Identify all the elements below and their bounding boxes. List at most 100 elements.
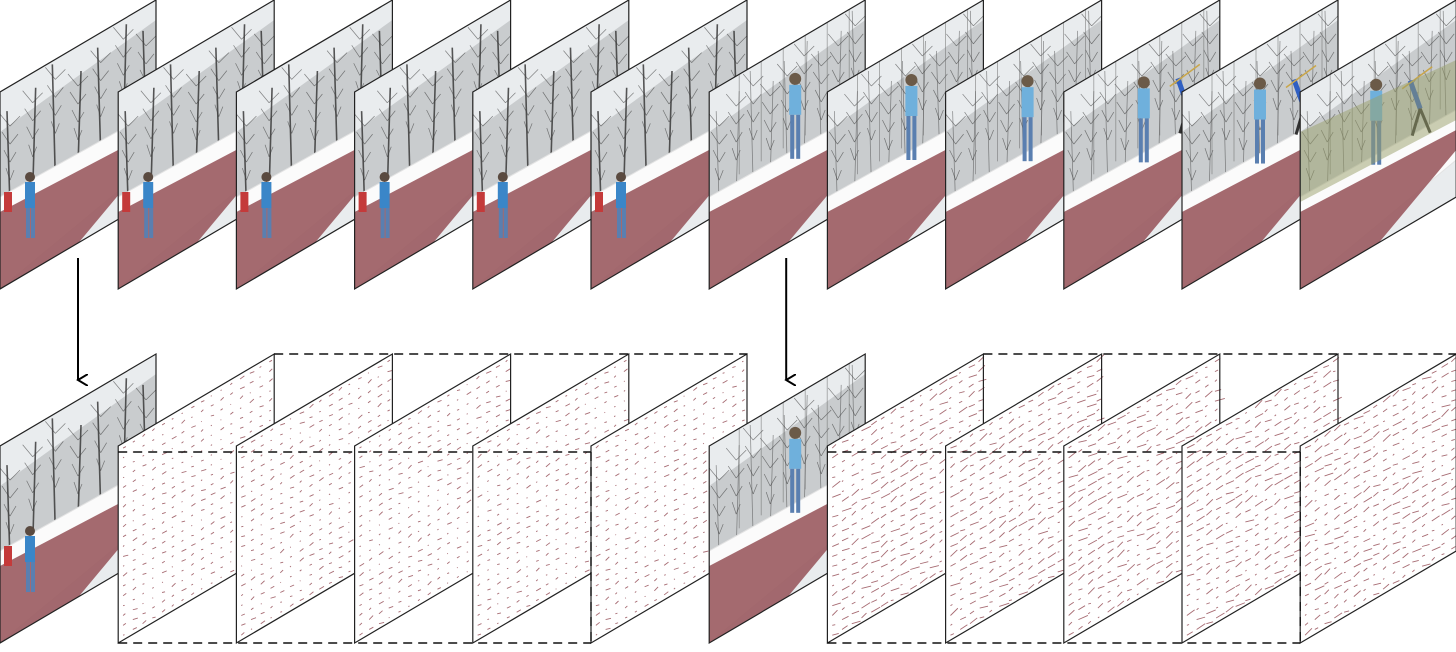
- flow-vector: [1334, 514, 1340, 520]
- tree-branch: [865, 109, 872, 123]
- flow-vector: [890, 408, 897, 414]
- flow-vector: [1156, 478, 1166, 486]
- flow-vector: [1402, 552, 1409, 559]
- flow-vector: [132, 586, 137, 591]
- flow-vector: [624, 458, 629, 461]
- flow-vector: [960, 457, 969, 463]
- tree-branch: [540, 73, 552, 87]
- tree-branch: [1183, 131, 1193, 145]
- flow-vector: [574, 516, 580, 520]
- athlete-torso: [25, 182, 35, 208]
- flow-vector: [367, 372, 370, 374]
- tree-branch: [359, 65, 367, 76]
- flow-vector: [1165, 456, 1173, 460]
- flow-vector: [969, 610, 975, 615]
- flow-vector: [348, 460, 352, 464]
- flow-vector: [456, 428, 460, 431]
- flow-vector: [505, 419, 509, 422]
- flow-vector: [388, 479, 391, 481]
- tree-branch: [810, 53, 822, 67]
- flow-vector: [1008, 586, 1014, 592]
- tree-branch: [861, 73, 872, 87]
- flow-vector: [644, 564, 649, 568]
- flow-vector: [318, 508, 322, 511]
- tree-branch: [854, 113, 863, 125]
- flow-vector: [437, 499, 439, 501]
- flow-vector: [979, 554, 987, 560]
- flow-vector: [200, 527, 205, 531]
- flow-vector: [565, 552, 567, 555]
- flow-vector: [289, 454, 294, 460]
- flow-vector: [1088, 523, 1092, 526]
- flow-vector: [1343, 571, 1346, 574]
- flow-vector: [1353, 503, 1358, 509]
- flow-vector: [1028, 538, 1031, 541]
- flow-vector: [851, 538, 859, 546]
- flow-vector: [132, 461, 135, 463]
- tree-branch: [123, 65, 130, 76]
- flow-vector: [1293, 460, 1301, 465]
- flow-vector: [1088, 602, 1092, 605]
- flow-vector: [427, 495, 430, 497]
- flow-vector: [605, 578, 610, 581]
- flow-vector: [683, 462, 688, 466]
- flow-vector: [1274, 479, 1284, 486]
- flow-vector: [250, 628, 253, 630]
- flow-vector: [437, 567, 440, 570]
- flow-vector: [1313, 400, 1317, 404]
- flow-vector: [1136, 470, 1145, 478]
- flow-vector: [1087, 490, 1095, 497]
- flow-vector: [1343, 518, 1353, 524]
- flow-vector: [1441, 472, 1452, 477]
- flow-vector: [319, 447, 324, 452]
- flow-vector: [1314, 565, 1322, 571]
- flow-vector: [950, 456, 953, 459]
- flow-vector: [595, 486, 599, 488]
- flow-vector: [369, 539, 373, 542]
- flow-vector: [615, 622, 619, 625]
- flow-vector: [1421, 386, 1425, 390]
- tree-branch: [759, 83, 771, 97]
- flow-vector: [595, 621, 600, 626]
- flow-vector: [1304, 456, 1309, 459]
- flow-vector: [250, 518, 255, 522]
- flow-vector: [929, 388, 933, 391]
- flow-vector: [861, 458, 864, 461]
- flow-vector: [1274, 432, 1284, 437]
- flow-vector: [496, 463, 500, 467]
- tree-branch: [432, 111, 439, 123]
- flow-vector: [309, 444, 315, 448]
- flow-vector: [338, 517, 341, 519]
- flow-vector: [367, 429, 372, 433]
- flow-vector: [939, 501, 942, 504]
- flow-vector: [1205, 376, 1208, 378]
- flow-vector: [1235, 493, 1243, 499]
- flow-vector: [466, 489, 472, 494]
- flow-vector: [299, 598, 305, 602]
- tree-branch: [1124, 139, 1130, 151]
- flow-vector: [654, 442, 656, 444]
- flow-vector: [280, 531, 285, 534]
- flow-vector: [722, 431, 725, 433]
- tree-branch: [308, 109, 315, 123]
- flow-vector: [1451, 456, 1456, 461]
- flow-vector: [1008, 437, 1017, 444]
- flow-vector: [979, 547, 987, 550]
- flow-vector: [702, 481, 707, 484]
- tree-trunk: [1104, 71, 1109, 187]
- flow-vector: [210, 552, 213, 555]
- tree-branch: [1051, 89, 1058, 103]
- tree-branch: [527, 105, 535, 116]
- flow-vector: [122, 572, 128, 577]
- tree-branch: [1114, 83, 1126, 97]
- tree-branch: [1081, 13, 1092, 27]
- flow-vector: [1324, 589, 1330, 595]
- tree-branch: [32, 446, 43, 457]
- tree-branch: [744, 91, 754, 105]
- flow-vector: [516, 599, 520, 603]
- flow-vector: [1165, 554, 1173, 559]
- flow-vector: [1156, 540, 1161, 545]
- flow-vector: [1215, 586, 1219, 589]
- flow-vector: [545, 592, 551, 596]
- flow-vector: [613, 385, 617, 388]
